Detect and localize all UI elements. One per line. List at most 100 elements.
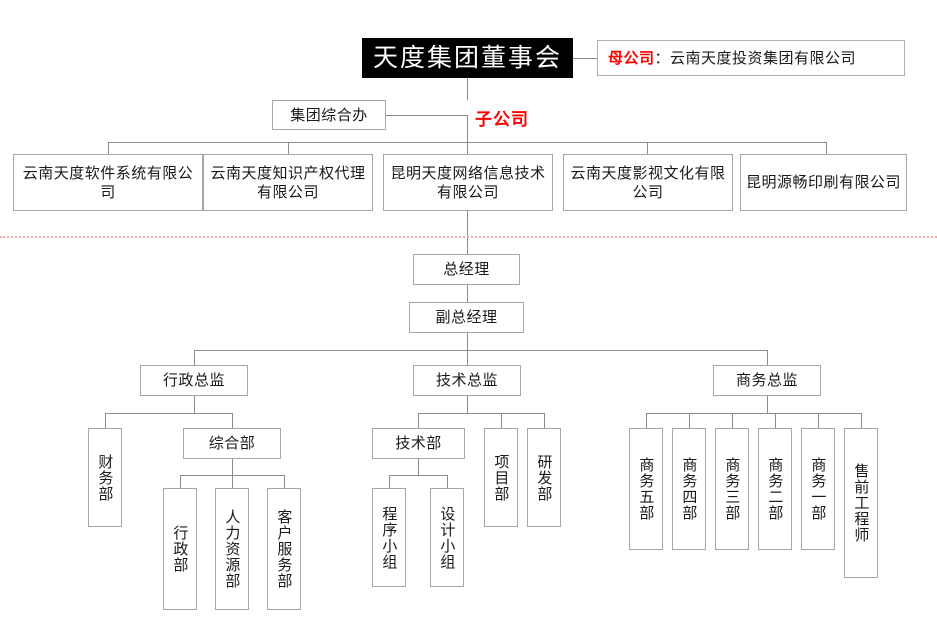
general-manager-box: 总经理 xyxy=(413,254,520,285)
subsidiary-text-3: 昆明天度网络信息技术有限公司 xyxy=(390,163,546,201)
project-dept-box: 项目部 xyxy=(484,428,518,527)
directors-bus xyxy=(194,350,767,351)
tech-dept-text: 技术部 xyxy=(395,434,442,453)
tech-dept-box: 技术部 xyxy=(372,428,465,459)
admin-drop-finance xyxy=(105,413,106,428)
hr-dept-text: 人力资源部 xyxy=(223,509,242,589)
business-drop-5 xyxy=(818,413,819,428)
subsidiary-box-1: 云南天度软件系统有限公司 xyxy=(13,154,203,211)
subsidiary-box-5: 昆明源畅印刷有限公司 xyxy=(740,154,907,211)
business-dept-3-box: 商务三部 xyxy=(715,428,749,550)
business-drop-1 xyxy=(646,413,647,428)
business-bus xyxy=(646,413,861,414)
business-dept-4-box: 商务四部 xyxy=(672,428,706,550)
subsidiary-text-2: 云南天度知识产权代理有限公司 xyxy=(210,163,366,201)
administration-dept-box: 行政部 xyxy=(163,488,197,610)
tech-drop-dept xyxy=(418,413,419,428)
business-dept-5-box: 商务五部 xyxy=(629,428,663,550)
board-title-box: 天度集团董事会 xyxy=(362,38,573,78)
director-text-admin: 行政总监 xyxy=(162,371,225,390)
connector-title-down xyxy=(467,78,468,100)
parent-company-value: 云南天度投资集团有限公司 xyxy=(670,48,857,67)
section-divider xyxy=(0,236,937,238)
tech-dept-bus xyxy=(389,475,447,476)
business-dept-4-text: 商务四部 xyxy=(680,457,699,521)
general-affairs-dept-text: 综合部 xyxy=(208,434,256,453)
customer-service-dept-text: 客户服务部 xyxy=(275,509,294,589)
subsidiary-text-4: 云南天度影视文化有限公司 xyxy=(570,163,726,201)
subsidiary-drop-3 xyxy=(467,142,468,154)
director-box-business: 商务总监 xyxy=(713,365,821,396)
ga-drop-3 xyxy=(284,475,285,488)
director-text-tech: 技术总监 xyxy=(435,371,498,390)
general-manager-text: 总经理 xyxy=(443,260,490,279)
project-dept-text: 项目部 xyxy=(492,453,511,502)
parent-company-label: 母公司 xyxy=(608,48,655,67)
business-dept-3-text: 商务三部 xyxy=(723,457,742,521)
connector-dgm-down xyxy=(467,333,468,350)
presales-engineer-text: 售前工程师 xyxy=(852,463,871,543)
subsidiary-box-3: 昆明天度网络信息技术有限公司 xyxy=(383,154,553,211)
program-group-text: 程序小组 xyxy=(380,505,399,570)
tech-dept-drop-2 xyxy=(447,475,448,488)
business-drop-3 xyxy=(732,413,733,428)
subsidiary-drop-5 xyxy=(826,142,827,154)
group-office-box: 集团综合办 xyxy=(272,100,386,130)
business-dept-2-text: 商务二部 xyxy=(766,457,785,521)
director-box-tech: 技术总监 xyxy=(413,365,521,396)
tech-drop-project xyxy=(501,413,502,428)
admin-bus xyxy=(105,413,233,414)
director-text-business: 商务总监 xyxy=(735,371,798,390)
business-dept-1-text: 商务一部 xyxy=(809,457,828,521)
finance-dept-text: 财务部 xyxy=(96,453,115,502)
subsidiary-drop-2 xyxy=(288,142,289,154)
business-drop-4 xyxy=(775,413,776,428)
ga-drop-2 xyxy=(232,475,233,488)
board-title-text: 天度集团董事会 xyxy=(372,43,562,73)
director-drop-2 xyxy=(467,350,468,365)
tech-dept-drop-1 xyxy=(389,475,390,488)
deputy-general-manager-text: 副总经理 xyxy=(435,308,498,327)
connector-gm-to-dgm xyxy=(467,285,468,302)
design-group-text: 设计小组 xyxy=(438,505,457,570)
business-dept-1-box: 商务一部 xyxy=(801,428,835,550)
subsidiary-box-4: 云南天度影视文化有限公司 xyxy=(563,154,733,211)
connector-spine-to-subsidiary-bus xyxy=(467,115,468,142)
business-dept-5-text: 商务五部 xyxy=(637,457,656,521)
connector-tech-dept-down xyxy=(418,459,419,475)
group-office-text: 集团综合办 xyxy=(290,105,368,124)
ga-drop-1 xyxy=(180,475,181,488)
director-box-admin: 行政总监 xyxy=(140,365,248,396)
customer-service-dept-box: 客户服务部 xyxy=(267,488,301,610)
deputy-general-manager-box: 副总经理 xyxy=(409,302,524,333)
subsidiary-text-5: 昆明源畅印刷有限公司 xyxy=(745,173,901,192)
subsidiary-text-1: 云南天度软件系统有限公司 xyxy=(22,163,194,201)
subsidiary-box-2: 云南天度知识产权代理有限公司 xyxy=(203,154,373,211)
business-dept-2-box: 商务二部 xyxy=(758,428,792,550)
parent-company-legend: 母公司：云南天度投资集团有限公司 xyxy=(597,40,905,76)
administration-dept-text: 行政部 xyxy=(171,525,190,573)
business-drop-2 xyxy=(689,413,690,428)
connector-group-office-right xyxy=(386,115,467,116)
admin-drop-general-affairs xyxy=(232,413,233,428)
connector-title-to-legend xyxy=(573,58,597,59)
program-group-box: 程序小组 xyxy=(372,488,406,587)
connector-subsidiary3-down xyxy=(467,211,468,254)
tech-bus xyxy=(418,413,544,414)
parent-company-separator: ： xyxy=(654,48,671,67)
tech-drop-rd xyxy=(544,413,545,428)
subsidiary-drop-1 xyxy=(108,142,109,154)
hr-dept-box: 人力资源部 xyxy=(215,488,249,610)
rd-dept-text: 研发部 xyxy=(535,453,554,502)
subsidiary-legend-label: 子公司 xyxy=(475,110,529,130)
rd-dept-box: 研发部 xyxy=(527,428,561,527)
connector-tech-down xyxy=(467,396,468,413)
connector-general-affairs-down xyxy=(232,459,233,475)
director-drop-3 xyxy=(767,350,768,365)
finance-dept-box: 财务部 xyxy=(88,428,122,527)
presales-engineer-box: 售前工程师 xyxy=(844,428,878,578)
design-group-box: 设计小组 xyxy=(430,488,464,587)
business-drop-6 xyxy=(861,413,862,428)
connector-business-down xyxy=(767,396,768,413)
